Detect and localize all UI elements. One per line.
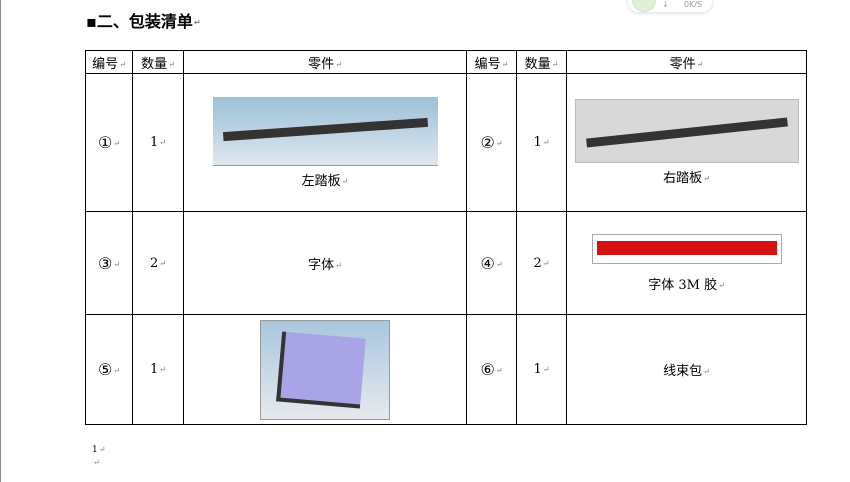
item-part: 字体 (308, 258, 342, 273)
table-row: ① 1 左踏板 ② 1 右踏板 (85, 73, 807, 212)
left-step-board-image (212, 96, 438, 166)
footnote: 1 (92, 445, 105, 455)
download-arrow-icon: ↓ (662, 0, 669, 9)
item-part: 字体 3M 胶 (648, 278, 725, 293)
empty-paragraph (92, 458, 100, 468)
item-no: ④ (480, 254, 502, 273)
table-row: ③ 2 字体 ④ 2 字体 3M 胶 (85, 211, 807, 315)
item-no: ② (480, 133, 502, 152)
header-no: 编号 (92, 57, 126, 72)
item-part: 右踏板 (663, 171, 710, 186)
page-edge (0, 0, 1, 482)
item-part: 线束包 (663, 364, 710, 379)
header-no: 编号 (475, 57, 509, 72)
table-row: ⑤ 1 ⑥ 1 线束包 (85, 314, 807, 425)
packing-list-table: 编号 数量 零件 编号 数量 零件 ① 1 左踏板 ② 1 右踏板 ③ 2 字体… (85, 50, 807, 425)
header-part: 零件 (670, 57, 704, 72)
section-heading: ▪二、包装清单 (86, 8, 201, 32)
item-no: ① (98, 133, 120, 152)
item-qty: 1 (534, 362, 550, 377)
item-no: ⑥ (480, 360, 502, 379)
network-speed-widget[interactable]: ↓ 0K/S (628, 0, 712, 12)
adhesive-tape-image (591, 233, 782, 264)
table-header-row: 编号 数量 零件 编号 数量 零件 (85, 50, 807, 74)
item-qty: 1 (534, 135, 550, 150)
control-box-image (260, 319, 390, 420)
item-qty: 1 (150, 362, 166, 377)
header-qty: 数量 (525, 57, 559, 72)
header-qty: 数量 (141, 57, 175, 72)
item-qty: 2 (534, 256, 550, 271)
item-qty: 1 (150, 135, 166, 150)
item-part: 左踏板 (302, 174, 349, 189)
item-qty: 2 (150, 256, 166, 271)
item-no: ③ (98, 254, 120, 273)
speed-circle-icon (632, 0, 656, 12)
speed-value: 0K/S (684, 0, 703, 9)
header-part: 零件 (308, 57, 342, 72)
right-step-board-image (574, 99, 799, 163)
item-no: ⑤ (98, 360, 120, 379)
